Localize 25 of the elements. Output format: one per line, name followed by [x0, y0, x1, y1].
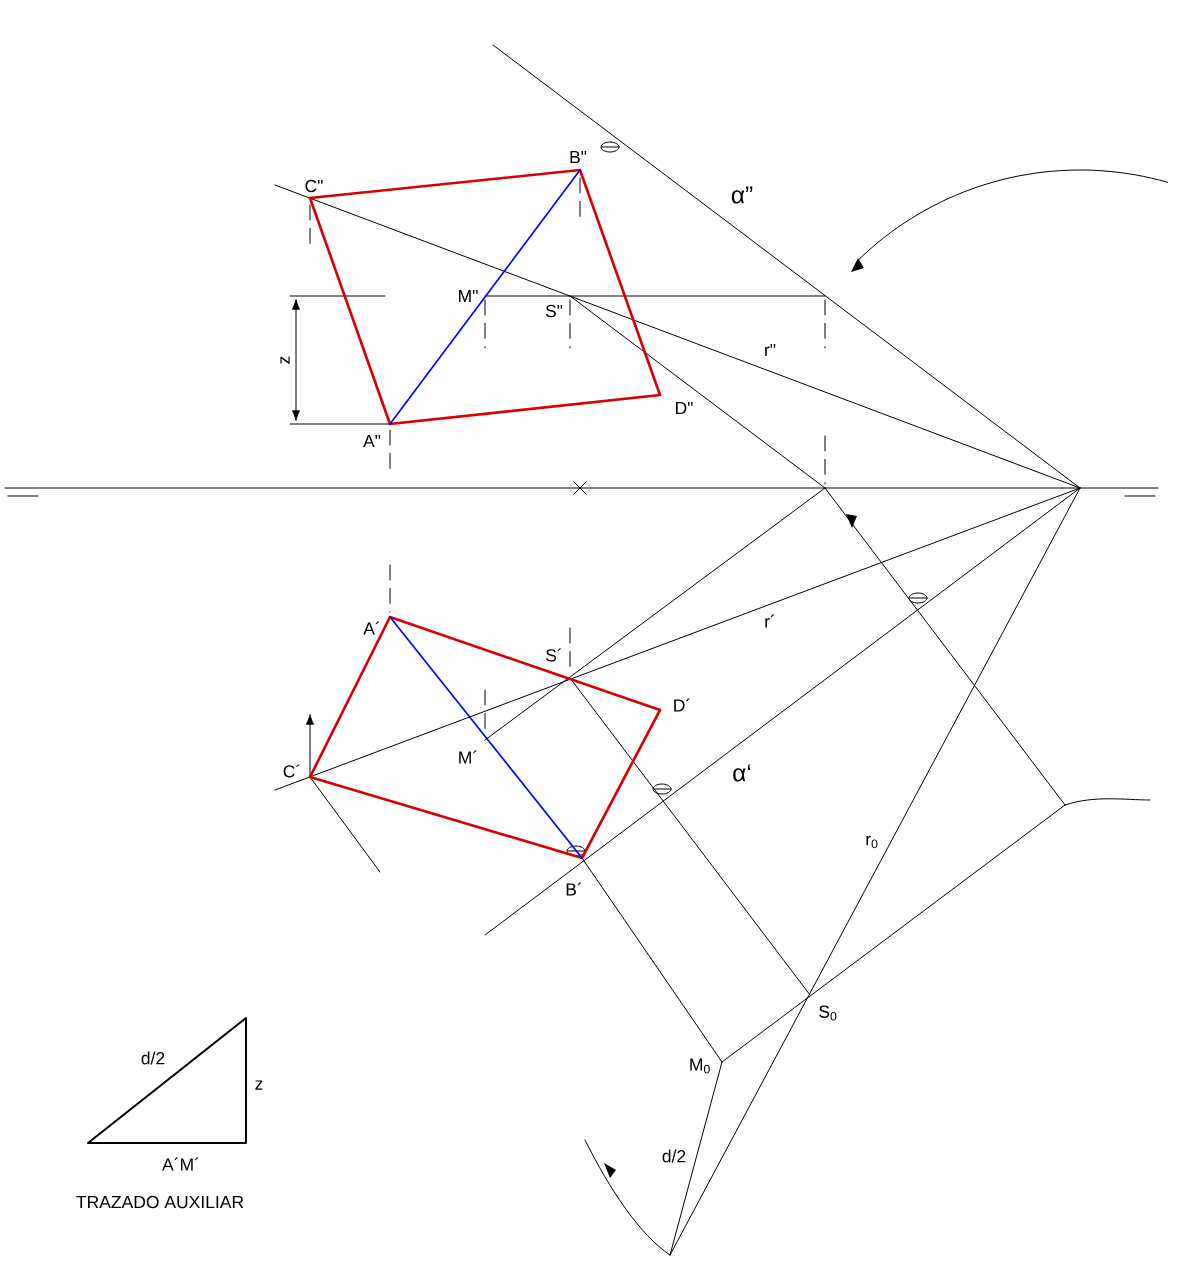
- point-label: M$_{0}$: [690, 1058, 710, 1074]
- dimension-label: z: [255, 1080, 263, 1090]
- point-label: M´: [459, 750, 477, 764]
- dimension-label: z: [280, 356, 290, 364]
- point-label: S": [545, 304, 563, 318]
- point-label: B": [570, 151, 587, 164]
- point-label: A": [363, 435, 381, 448]
- line-label: r": [765, 344, 776, 357]
- line-label: r$_{0}$: [866, 835, 878, 849]
- point-label: M": [459, 290, 478, 303]
- point-label: S$_{0}$: [819, 1005, 837, 1021]
- point-label: C´: [283, 764, 300, 778]
- point-label: A´: [363, 621, 380, 635]
- point-label: B´: [566, 882, 582, 896]
- point-label: D": [676, 402, 693, 415]
- line-label: r´: [765, 614, 775, 628]
- dimension-label: A´M´: [162, 1157, 199, 1171]
- caption: TRAZADO AUXILIAR: [76, 1195, 244, 1209]
- point-label: C": [305, 179, 323, 193]
- plane-trace-label: α‘: [733, 764, 751, 782]
- plane-trace-label: α”: [731, 186, 753, 204]
- point-label: D´: [674, 698, 690, 712]
- dimension-label: d/2: [141, 1051, 165, 1065]
- dimension-label: d/2: [662, 1149, 686, 1163]
- point-label: S´: [546, 648, 562, 662]
